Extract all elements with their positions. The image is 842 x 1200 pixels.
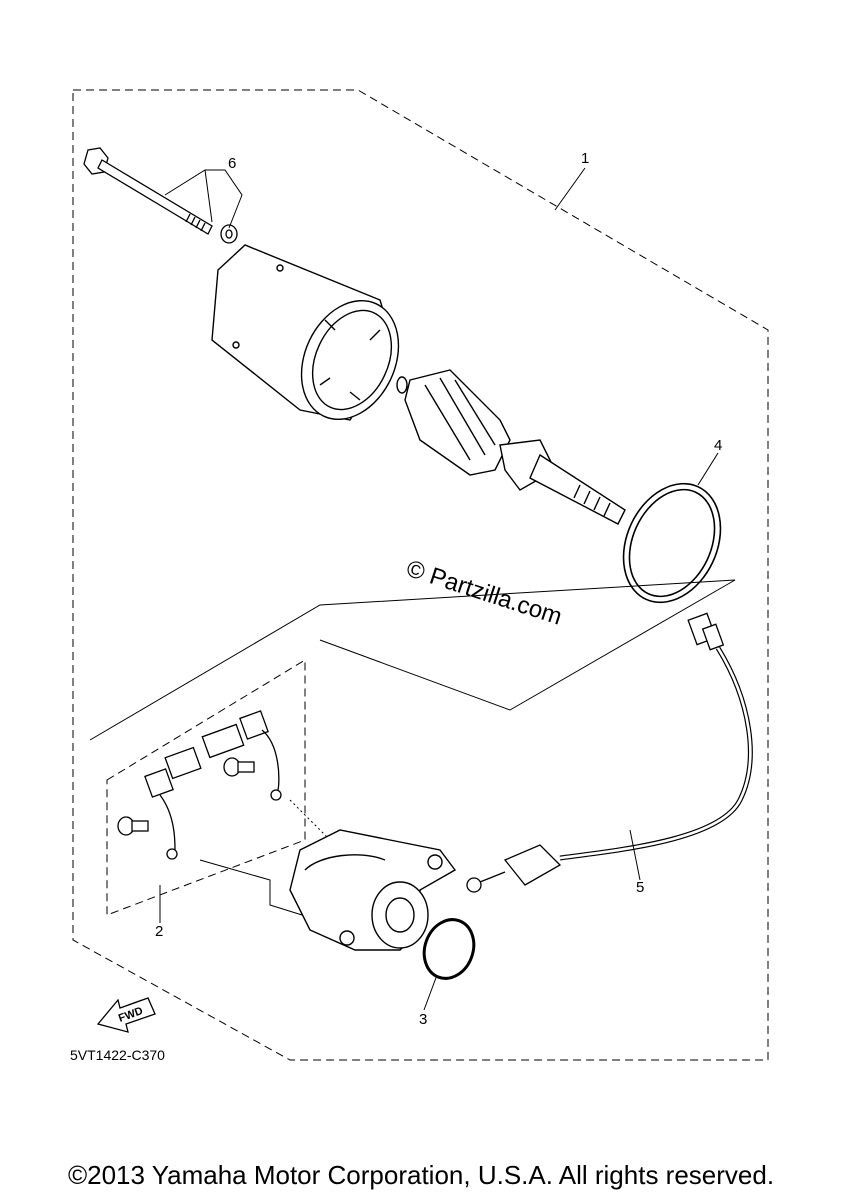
assembly-boundary-outline xyxy=(72,89,769,1061)
callout-1: 1 xyxy=(581,150,589,167)
armature-icon xyxy=(396,369,626,525)
o-ring-small-icon xyxy=(422,918,476,980)
forward-arrow-icon: FWD xyxy=(96,997,156,1033)
callout-5: 5 xyxy=(636,879,644,896)
brush-assembly-boundary xyxy=(106,659,306,916)
callout-4: 4 xyxy=(714,437,722,454)
watermark-text: © Partzilla.com xyxy=(403,555,565,631)
callout-2: 2 xyxy=(155,923,163,940)
callout-leaders xyxy=(159,167,719,1011)
o-ring-large-icon xyxy=(622,482,722,604)
callout-6: 6 xyxy=(228,155,236,172)
lead-wire-icon xyxy=(466,612,753,893)
callout-3: 3 xyxy=(419,1011,427,1028)
motor-yoke-icon xyxy=(211,244,400,421)
alignment-line-upper xyxy=(89,579,736,741)
washer-icon xyxy=(220,224,238,244)
through-bolt-icon xyxy=(83,147,213,235)
diagram-part-code: 5VT1422-C370 xyxy=(70,1047,165,1063)
brush-set-icon xyxy=(144,710,282,860)
brush-screw-icon xyxy=(117,757,255,836)
copyright-notice: ©2013 Yamaha Motor Corporation, U.S.A. A… xyxy=(67,1160,775,1190)
front-cover-icon xyxy=(289,829,457,951)
